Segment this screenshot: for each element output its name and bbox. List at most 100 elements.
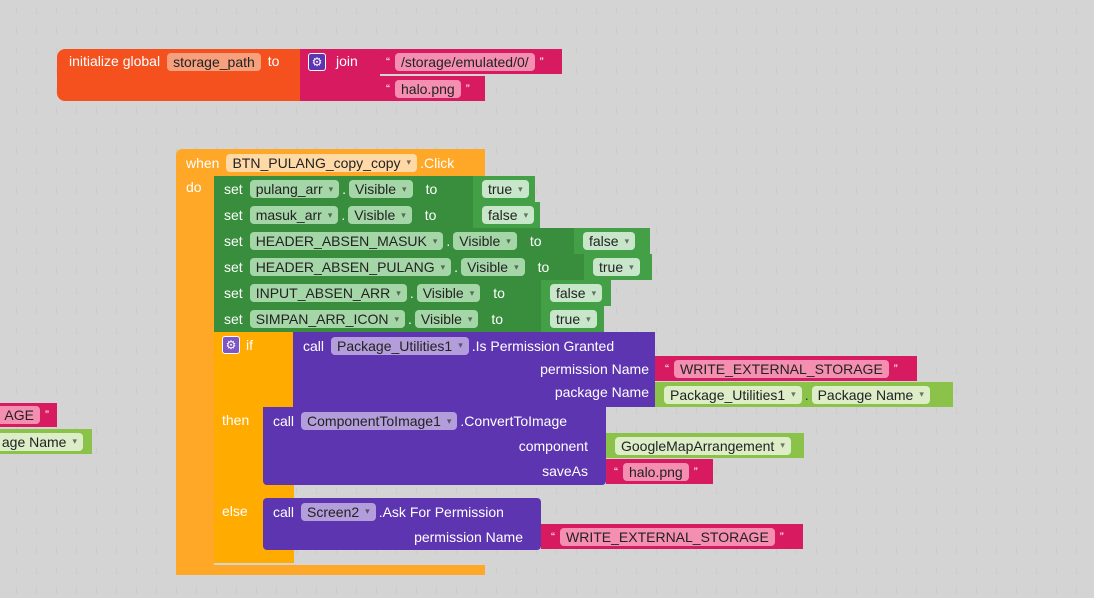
property-dropdown[interactable]: Visible: [349, 180, 413, 198]
quote-close: ”: [45, 408, 49, 422]
text-block[interactable]: “ WRITE_EXTERNAL_STORAGE ”: [541, 524, 803, 549]
component-dropdown[interactable]: HEADER_ABSEN_MASUK: [249, 232, 444, 250]
quote-close: ”: [779, 529, 784, 544]
dot: .: [454, 259, 459, 275]
arg-label: component: [518, 438, 588, 454]
text-field[interactable]: /storage/emulated/0/: [395, 52, 535, 71]
dot: .: [342, 181, 347, 197]
property-dropdown[interactable]: Visible: [414, 310, 479, 328]
boolean-dropdown[interactable]: false: [583, 232, 636, 250]
arg-label: package Name: [554, 384, 649, 401]
quote-close: ”: [893, 361, 898, 376]
component-dropdown[interactable]: INPUT_ABSEN_ARR: [249, 284, 407, 302]
join-block[interactable]: ⚙ join: [300, 49, 380, 101]
to-label: to: [491, 311, 504, 327]
component-dropdown[interactable]: masuk_arr: [249, 206, 339, 224]
set-property-block[interactable]: set HEADER_ABSEN_MASUK . Visible to: [214, 228, 574, 254]
method-name: .Ask For Permission: [378, 503, 504, 520]
component-dropdown[interactable]: pulang_arr: [249, 180, 340, 198]
quote-open: “: [551, 529, 555, 544]
boolean-block[interactable]: true: [584, 254, 652, 280]
if-label: if: [246, 337, 253, 353]
text-field[interactable]: halo.png: [395, 79, 461, 98]
arg-label: permission Name: [414, 528, 523, 545]
package-name-getter-block[interactable]: Package_Utilities1.Package Name: [655, 382, 953, 407]
quote-close: ”: [693, 464, 698, 479]
property-dropdown[interactable]: Package Name: [811, 385, 930, 404]
property-dropdown[interactable]: Visible: [461, 258, 525, 276]
set-property-block[interactable]: set pulang_arr . Visible to: [214, 176, 473, 202]
text-block[interactable]: “ halo.png ”: [378, 76, 485, 101]
boolean-block[interactable]: true: [541, 306, 604, 332]
offscreen-getter-block[interactable]: age Name: [0, 429, 92, 454]
else-label: else: [222, 503, 248, 519]
quote-close: ”: [539, 54, 544, 69]
component-dropdown[interactable]: GoogleMapArrangement: [615, 436, 791, 455]
component-block[interactable]: GoogleMapArrangement: [606, 433, 804, 458]
then-label: then: [222, 412, 250, 428]
dot: .: [409, 285, 414, 301]
to-label: to: [493, 285, 505, 301]
text-block[interactable]: “ /storage/emulated/0/ ”: [378, 49, 562, 74]
component-dropdown[interactable]: Package_Utilities1: [664, 385, 802, 404]
property-dropdown[interactable]: Visible: [416, 284, 481, 302]
call-label: call: [303, 337, 325, 354]
gear-icon[interactable]: ⚙: [222, 336, 240, 354]
text-field[interactable]: halo.png: [623, 462, 689, 481]
label: to: [267, 53, 280, 69]
set-property-block[interactable]: set SIMPAN_ARR_ICON . Visible to: [214, 306, 541, 332]
dot: .: [446, 233, 451, 249]
set-property-block[interactable]: set HEADER_ABSEN_PULANG . Visible to: [214, 254, 584, 280]
do-label: do: [186, 179, 202, 195]
property-dropdown[interactable]: Visible: [348, 206, 412, 224]
set-property-block[interactable]: set INPUT_ABSEN_ARR . Visible to: [214, 280, 541, 306]
boolean-dropdown[interactable]: false: [482, 206, 535, 224]
label: when: [186, 154, 220, 171]
method-name: .ConvertToImage: [460, 413, 568, 430]
label: initialize global: [69, 53, 161, 69]
quote-close: ”: [465, 81, 470, 96]
boolean-dropdown[interactable]: true: [593, 258, 640, 276]
gear-icon[interactable]: ⚙: [308, 53, 326, 71]
to-label: to: [425, 181, 438, 197]
text-block[interactable]: “WRITE_EXTERNAL_STORAGE”: [655, 356, 917, 381]
boolean-dropdown[interactable]: false: [550, 284, 603, 302]
event-name: .Click: [420, 154, 455, 171]
component-dropdown[interactable]: Package_Utilities1: [331, 336, 469, 355]
when-click-event-block[interactable]: when BTN_PULANG_copy_copy .Click: [176, 149, 485, 176]
set-label: set: [224, 259, 243, 275]
boolean-block[interactable]: false: [541, 280, 611, 306]
quote-open: “: [386, 54, 390, 69]
component-dropdown[interactable]: HEADER_ABSEN_PULANG: [249, 258, 452, 276]
arg-label: saveAs: [542, 462, 588, 479]
property-dropdown[interactable]: age Name: [0, 432, 83, 451]
text-field[interactable]: WRITE_EXTERNAL_STORAGE: [560, 527, 775, 546]
dot: .: [341, 207, 346, 223]
boolean-dropdown[interactable]: true: [550, 310, 597, 328]
initialize-global-block[interactable]: initialize global storage_path to: [57, 49, 302, 101]
quote-open: “: [386, 81, 390, 96]
boolean-block[interactable]: false: [473, 202, 540, 228]
boolean-block[interactable]: true: [473, 176, 535, 202]
text-field[interactable]: WRITE_EXTERNAL_STORAGE: [674, 359, 889, 378]
offscreen-text-block[interactable]: AGE ”: [0, 403, 57, 427]
to-label: to: [537, 259, 550, 275]
component-dropdown[interactable]: SIMPAN_ARR_ICON: [249, 310, 405, 328]
boolean-block[interactable]: false: [574, 228, 650, 254]
property-dropdown[interactable]: Visible: [453, 232, 517, 250]
component-dropdown[interactable]: ComponentToImage1: [301, 412, 458, 431]
component-dropdown[interactable]: Screen2: [301, 502, 376, 521]
label: join: [336, 53, 358, 69]
variable-name-field[interactable]: storage_path: [167, 53, 261, 71]
text-block[interactable]: “halo.png”: [606, 459, 713, 484]
text-field[interactable]: AGE: [0, 406, 40, 424]
boolean-dropdown[interactable]: true: [482, 180, 529, 198]
set-label: set: [224, 207, 243, 223]
set-property-block[interactable]: set masuk_arr . Visible to: [214, 202, 473, 228]
component-dropdown[interactable]: BTN_PULANG_copy_copy: [226, 153, 418, 172]
event-block-bottom: [176, 565, 485, 575]
set-label: set: [224, 233, 243, 249]
